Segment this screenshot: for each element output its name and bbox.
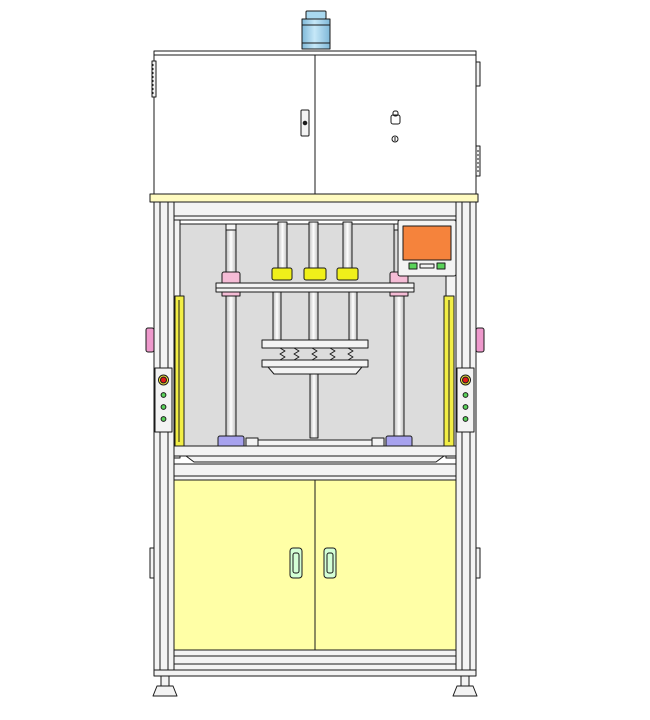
side-handle-right [475,327,485,353]
leveling-foot-left [152,675,178,697]
press-head [261,339,369,439]
indicator-lamp-icon [160,404,167,410]
bottom-rail [173,649,457,671]
lower-cabinet [173,475,457,651]
hmi-panel [397,219,457,277]
indicator-lamp-icon [462,404,469,410]
side-handle-left [145,327,155,353]
press-springs [279,347,354,361]
rod-collars [221,267,409,285]
frame-right-column [455,201,481,671]
work-table [173,445,457,457]
indicator-lamp-icon [462,392,469,398]
top-cylinder [301,10,331,50]
upper-cabinet [151,50,481,195]
key-switch-icon [390,114,401,125]
top-band [149,193,479,203]
hmi-button-icon [436,262,446,270]
hmi-screen [402,225,452,261]
indicator-lamp-icon [160,416,167,422]
control-box-left [154,367,173,433]
hmi-button-icon [408,262,418,270]
control-box-right [456,367,475,433]
indicator-lamp-icon [160,392,167,398]
frame-left-column [149,201,175,671]
frame-top-beam [173,201,457,221]
indicator-lamp-icon [462,416,469,422]
leveling-foot-right [452,675,478,697]
power-indicator-icon [391,135,399,143]
